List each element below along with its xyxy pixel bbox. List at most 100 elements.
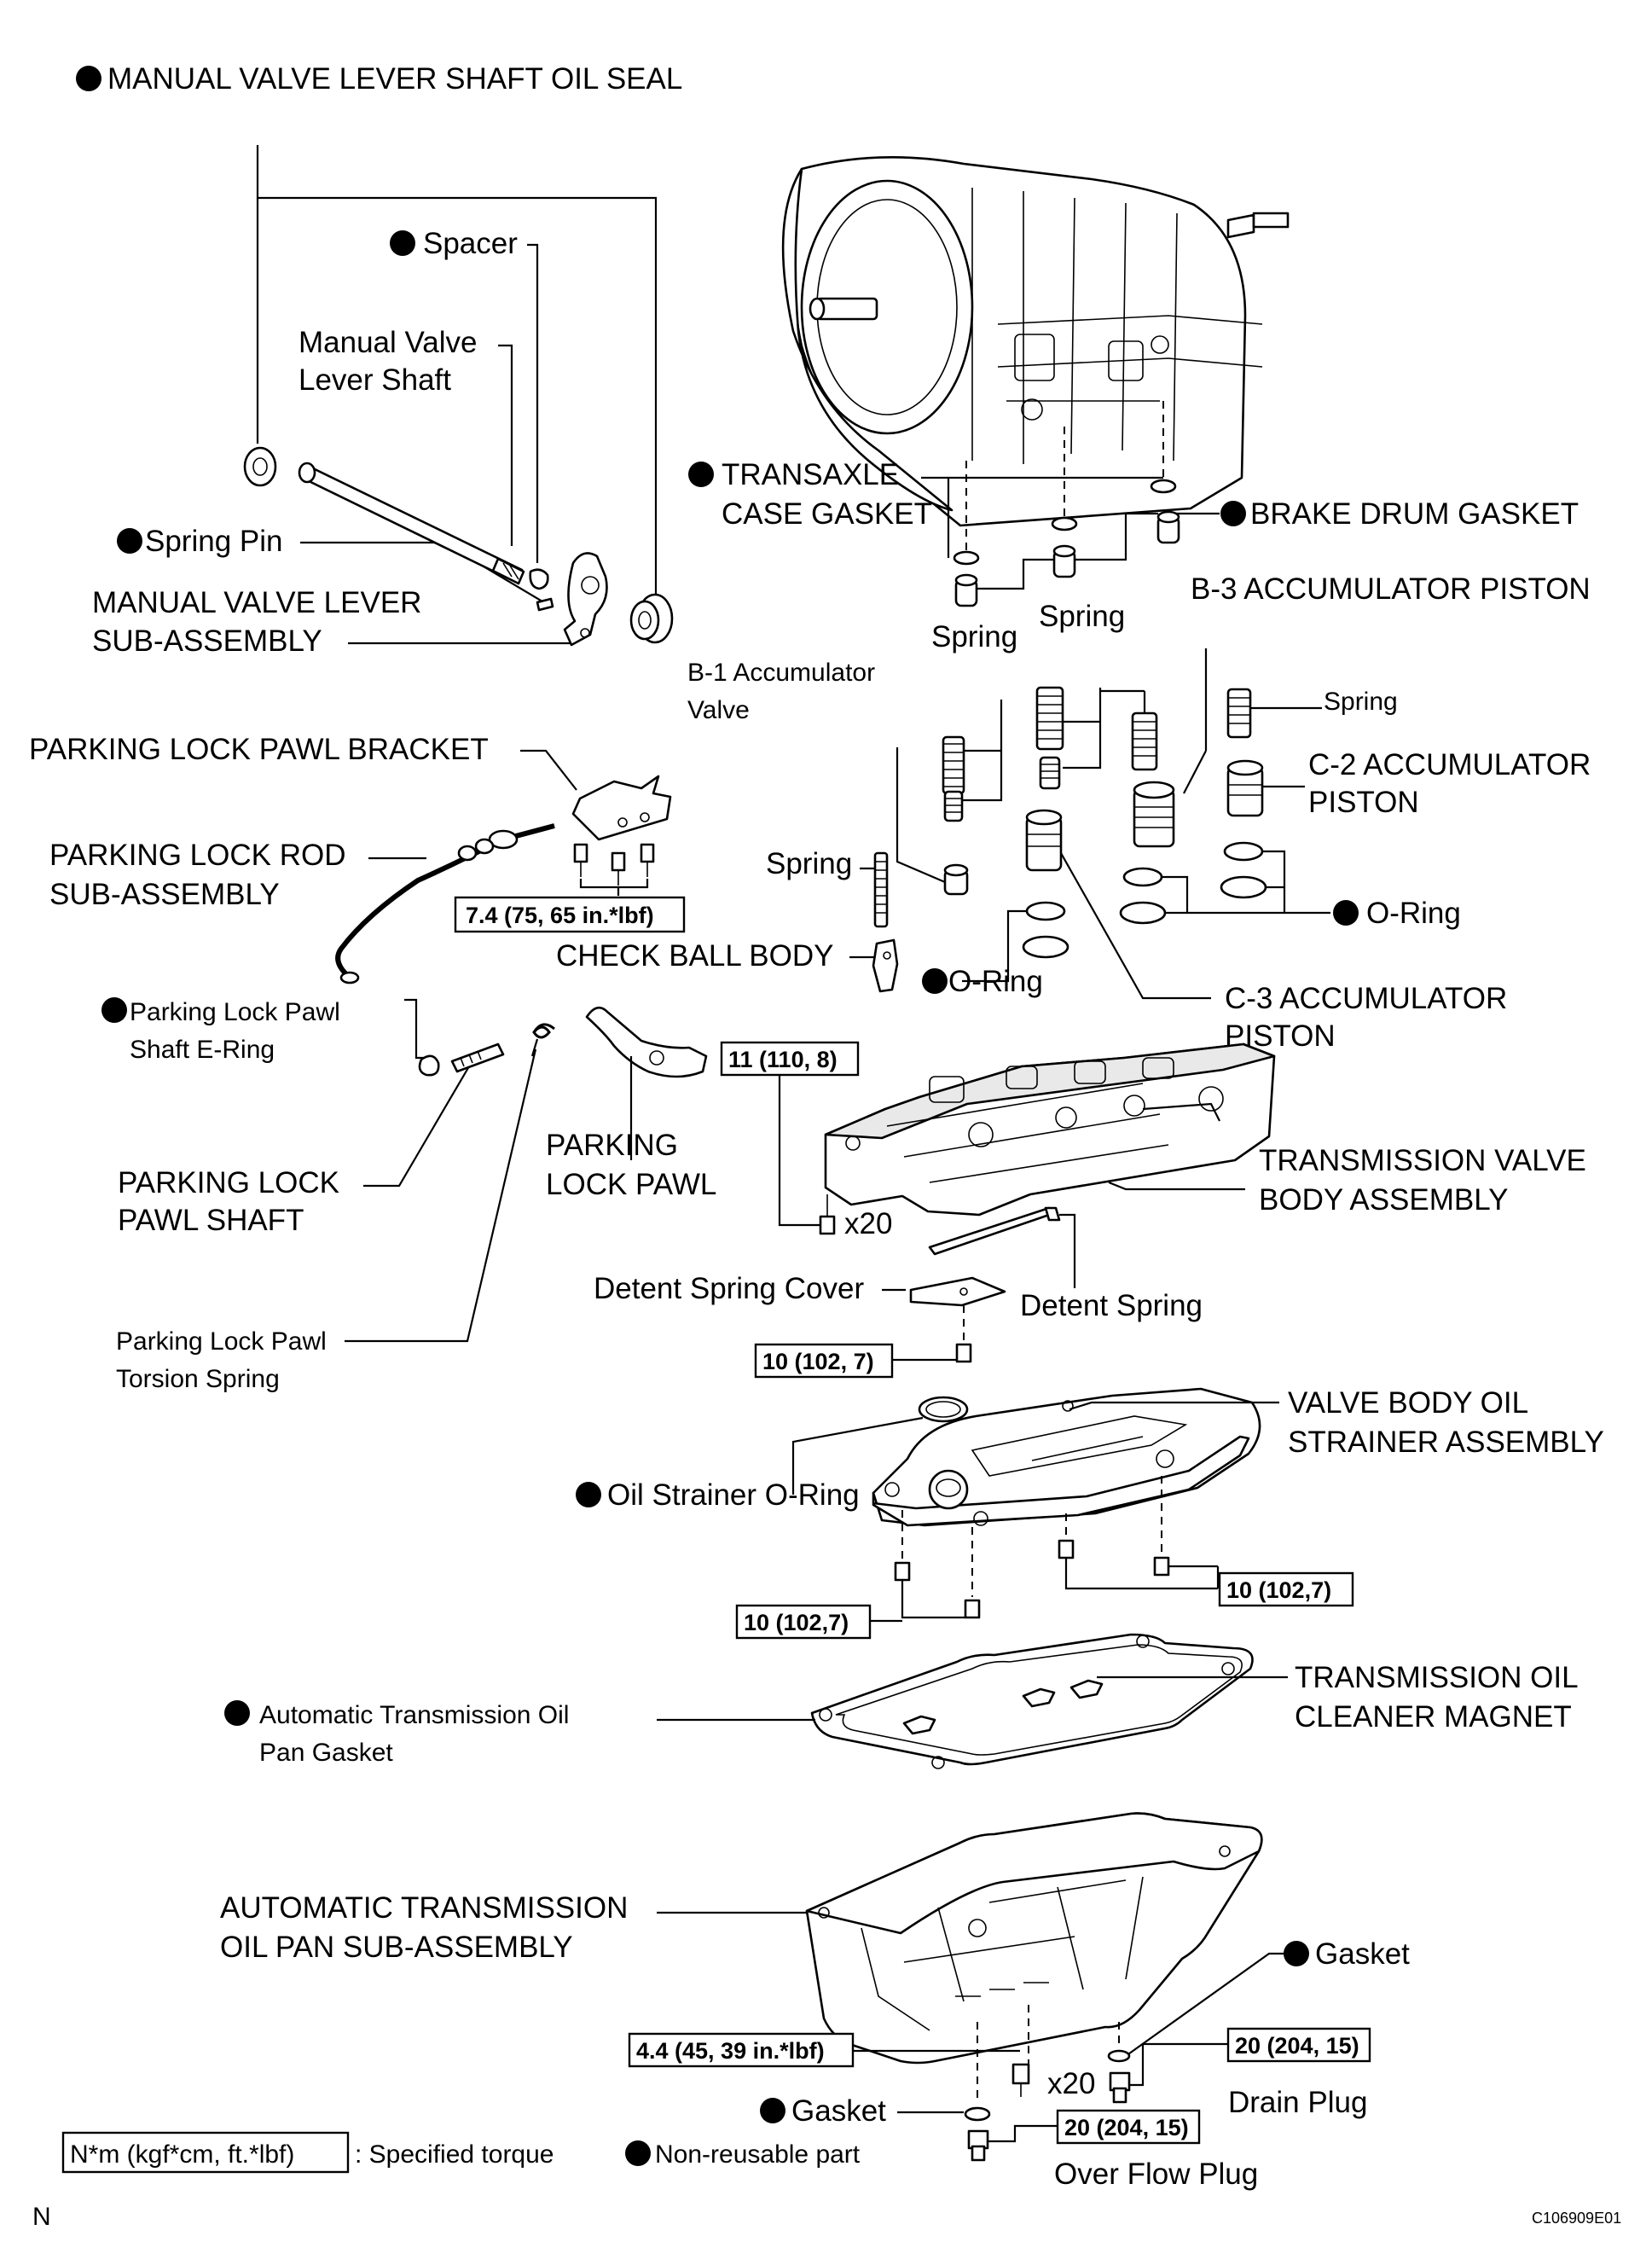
- label-magnet-2: CLEANER MAGNET: [1295, 1700, 1572, 1734]
- label-strainer-2: STRAINER ASSEMBLY: [1288, 1426, 1604, 1459]
- label-gasket-b: Gasket: [791, 2094, 886, 2128]
- label-overflow-plug: Over Flow Plug: [1054, 2158, 1258, 2191]
- label-x20-b: x20: [1047, 2067, 1095, 2100]
- pawl-shaft-part: [450, 1042, 505, 1073]
- nonreusable-dot: [576, 1482, 601, 1507]
- torque-box: [454, 896, 686, 933]
- nonreusable-dot: [76, 66, 101, 91]
- legend-nonreusable: Non-reusable part: [655, 2140, 861, 2169]
- label-x20-a: x20: [844, 1207, 892, 1240]
- label-valve-body-2: BODY ASSEMBLY: [1259, 1183, 1508, 1217]
- gasket-part: [953, 550, 980, 566]
- torque-box: [1218, 1571, 1354, 1607]
- label-torsion-1: Parking Lock Pawl: [116, 1327, 327, 1356]
- manual-valve-shaft-part: [243, 446, 525, 585]
- torque-valve-body: 11 (110, 8): [728, 1047, 838, 1072]
- transmission-case-part: [781, 155, 1290, 527]
- label-strainer-1: VALVE BODY OIL: [1288, 1386, 1528, 1420]
- label-spring-d: Spring: [766, 847, 852, 880]
- torque-detent: 10 (102, 7): [762, 1349, 874, 1374]
- parking-rod-part: [335, 823, 555, 984]
- parking-bracket-part: [571, 775, 672, 841]
- label-c2-piston-1: C-2 ACCUMULATOR: [1308, 748, 1591, 781]
- torque-strainer-right: 10 (102,7): [1226, 1577, 1331, 1603]
- torque-box: [754, 1343, 894, 1379]
- accumulator-piston-part: [954, 510, 1180, 607]
- bolt-part: [894, 1539, 1170, 1619]
- c2-piston-part: [1133, 759, 1264, 848]
- spacer-part: [529, 568, 549, 590]
- footer-code: C106909E01: [1532, 2210, 1621, 2227]
- oil-pan-part: [805, 1812, 1263, 2065]
- label-parking-rod-2: SUB-ASSEMBLY: [49, 878, 280, 911]
- nonreusable-dot: [922, 968, 948, 994]
- label-spring-b: Spring: [1039, 600, 1125, 633]
- label-pawl-2: LOCK PAWL: [546, 1168, 716, 1201]
- legend-unit-text: N*m (kgf*cm, ft.*lbf): [70, 2140, 294, 2169]
- manual-valve-seal-part: [629, 593, 674, 644]
- check-ball-body-part: [872, 938, 899, 993]
- nonreusable-dot: [224, 1700, 250, 1726]
- coil-spring: [1131, 711, 1158, 771]
- torsion-spring-part: [530, 1023, 555, 1057]
- nonreusable-dot: [625, 2140, 651, 2166]
- label-manual-valve-seal: MANUAL VALVE LEVER SHAFT OIL SEAL: [107, 62, 682, 96]
- coil-spring: [1039, 756, 1061, 790]
- label-brake-drum-gasket: BRAKE DRUM GASKET: [1250, 497, 1579, 531]
- e-ring-part: [418, 1054, 440, 1077]
- nonreusable-dot: [390, 230, 415, 256]
- gasket-part: [1051, 516, 1078, 531]
- o-ring-part: [1119, 841, 1267, 925]
- label-o-ring-a: O-Ring: [1366, 897, 1461, 930]
- c3-piston-part: [1025, 809, 1063, 872]
- label-spring-c: Spring: [1324, 688, 1398, 716]
- label-gasket-a: Gasket: [1315, 1937, 1410, 1971]
- label-spacer: Spacer: [423, 227, 518, 260]
- label-c2-piston-2: PISTON: [1308, 786, 1419, 819]
- label-b1-valve-1: B-1 Accumulator: [687, 659, 875, 687]
- nonreusable-dot: [101, 997, 127, 1023]
- detent-cover-part: [909, 1276, 1006, 1307]
- bolt-part: [573, 843, 655, 886]
- label-spring-a: Spring: [931, 620, 1017, 653]
- b1-valve-part: [943, 863, 969, 896]
- coil-spring: [943, 790, 964, 822]
- label-pawl-1: PARKING: [546, 1129, 678, 1162]
- label-pan-gasket-1: Automatic Transmission Oil: [259, 1701, 569, 1729]
- label-eri-1: Parking Lock Pawl: [130, 998, 340, 1026]
- pan-gasket-part: [810, 1633, 1254, 1769]
- label-b1-valve-2: Valve: [687, 696, 750, 724]
- torque-box: [735, 1604, 872, 1640]
- detent-spring-part: [928, 1206, 1061, 1256]
- nonreusable-dot: [1220, 501, 1246, 526]
- torque-overflow: 20 (204, 15): [1064, 2115, 1189, 2140]
- strainer-part: [872, 1387, 1261, 1527]
- label-spring-pin: Spring Pin: [145, 525, 282, 558]
- label-manual-valve-lever-1: MANUAL VALVE LEVER: [92, 586, 421, 619]
- nonreusable-dot: [1284, 1941, 1309, 1966]
- label-manual-valve-shaft-1: Manual Valve: [299, 326, 477, 359]
- label-transaxle-gasket-1: TRANSAXLE: [722, 458, 899, 491]
- parking-pawl-part: [585, 1006, 708, 1078]
- label-o-ring-b: O-Ring: [948, 965, 1043, 998]
- nonreusable-dot: [117, 528, 142, 554]
- torque-box: [1226, 2027, 1371, 2063]
- gasket-part: [1150, 479, 1177, 494]
- label-eri-2: Shaft E-Ring: [130, 1036, 275, 1064]
- label-parking-bracket: PARKING LOCK PAWL BRACKET: [29, 733, 489, 766]
- bolt-part: [955, 1343, 972, 1363]
- torque-bracket: 7.4 (75, 65 in.*lbf): [466, 903, 654, 928]
- legend-torque-text: : Specified torque: [355, 2140, 554, 2169]
- label-torsion-2: Torsion Spring: [116, 1365, 280, 1393]
- torque-box: [628, 2032, 855, 2068]
- label-pan-2: OIL PAN SUB-ASSEMBLY: [220, 1931, 573, 1964]
- label-pawl-shaft-1: PARKING LOCK: [118, 1166, 339, 1199]
- valve-body-part: [824, 1042, 1276, 1217]
- overflow-plug-part: [967, 2129, 989, 2162]
- label-c3-piston-1: C-3 ACCUMULATOR: [1225, 982, 1507, 1015]
- label-parking-rod-1: PARKING LOCK ROD: [49, 839, 345, 872]
- label-manual-valve-lever-2: SUB-ASSEMBLY: [92, 624, 322, 658]
- torque-drain: 20 (204, 15): [1235, 2033, 1359, 2059]
